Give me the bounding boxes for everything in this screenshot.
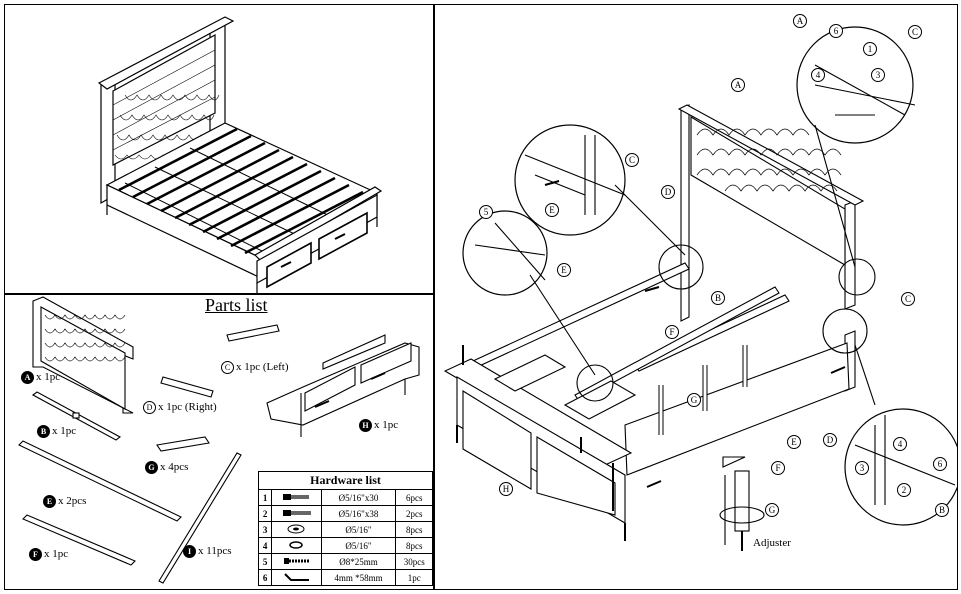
callout-F: F — [665, 325, 679, 339]
callout-C-top: C — [908, 25, 922, 39]
callout-5: 5 — [479, 205, 493, 219]
callout-C-right: C — [901, 292, 915, 306]
hardware-row: 2 Ø5/16"x38 2pcs — [257, 505, 433, 522]
hardware-row: 6 4mm *58mm 1pc — [257, 569, 433, 586]
callout-6-top: 6 — [829, 24, 843, 38]
screw-icon — [271, 553, 322, 570]
hardware-row: 3 Ø5/16" 8pcs — [257, 521, 433, 538]
callout-H: H — [499, 482, 513, 496]
callout-A: A — [731, 78, 745, 92]
assembly-drawing — [443, 26, 957, 551]
hardware-row: 5 Ø8*25mm 30pcs — [257, 553, 433, 570]
callout-4-top: 4 — [811, 68, 825, 82]
callout-D-detail: D — [823, 433, 837, 447]
lock-washer-icon — [271, 537, 322, 554]
callout-2: 2 — [897, 483, 911, 497]
callout-3-top: 3 — [871, 68, 885, 82]
washer-icon — [271, 521, 322, 538]
assembled-bed-drawing — [97, 16, 383, 293]
parts-list-title: Parts list — [205, 295, 268, 315]
callout-E-detail: E — [545, 203, 559, 217]
callout-G: G — [687, 393, 701, 407]
callout-E-right: E — [787, 435, 801, 449]
parts-drawings — [18, 296, 420, 584]
allen-key-icon — [271, 569, 322, 586]
callout-E: E — [557, 263, 571, 277]
parts-list-panel: Parts list — [4, 294, 434, 590]
callout-B: B — [711, 291, 725, 305]
callout-A-top: A — [793, 14, 807, 28]
adjuster-label: Adjuster — [753, 537, 791, 549]
hardware-row: 4 Ø5/16" 8pcs — [257, 537, 433, 554]
hardware-list-title: Hardware list — [258, 471, 433, 490]
callout-3-detail: 3 — [855, 461, 869, 475]
callout-B-detail: B — [935, 503, 949, 517]
assembly-panel: A A C C C D D E E E B B F F G G H 1 2 3 … — [434, 4, 958, 590]
callout-6-detail: 6 — [933, 457, 947, 471]
bolt-icon — [271, 489, 322, 506]
callout-F-adjuster: F — [771, 461, 785, 475]
bolt-icon — [271, 505, 322, 522]
callout-G-adjuster: G — [765, 503, 779, 517]
callout-D: D — [661, 185, 675, 199]
callout-1: 1 — [863, 42, 877, 56]
assembled-bed-panel — [4, 4, 434, 294]
callout-4-detail: 4 — [893, 437, 907, 451]
hardware-list-table: Hardware list 1 Ø5/16"x30 6pcs 2 Ø5/16"x… — [257, 471, 433, 586]
hardware-row: 1 Ø5/16"x30 6pcs — [257, 489, 433, 506]
callout-C: C — [625, 153, 639, 167]
